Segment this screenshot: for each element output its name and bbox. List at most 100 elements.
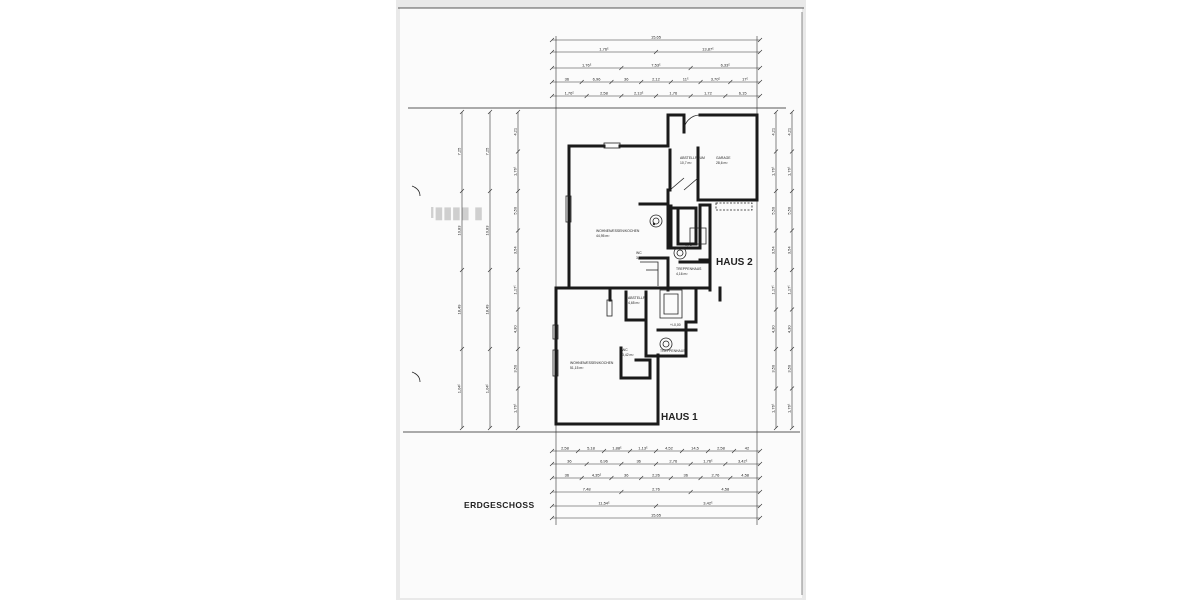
room-name: GARAGE: [716, 156, 731, 160]
dimension-tick: [549, 37, 555, 43]
dimension-chains-right: 4,211,76⁵5,503,541,17⁵4,303,501,76⁵4,211…: [771, 109, 795, 431]
dimension-tick: [515, 425, 521, 431]
dimension-tick: [619, 65, 624, 71]
dimension-label: 1,76⁵: [565, 91, 575, 96]
dimension-tick: [487, 109, 493, 115]
dimension-tick: [459, 425, 465, 431]
dimension-tick: [653, 448, 659, 454]
dimension-tick: [627, 448, 633, 454]
dimension-label: 2,58: [600, 91, 609, 96]
dimension-tick: [789, 228, 795, 233]
dimension-tick: [723, 93, 728, 99]
dimension-label: 2,76: [669, 459, 678, 464]
room-name: WOHNEN/ESSEN/KOCHEN: [596, 229, 640, 233]
dimension-tick: [773, 267, 779, 273]
dimension-tick: [549, 65, 555, 71]
dimension-tick: [638, 475, 644, 481]
dimension-label: 15,65: [651, 513, 662, 518]
dimension-label: 14,5: [691, 446, 700, 451]
dimension-tick: [773, 425, 779, 431]
dimension-label: 36: [565, 473, 570, 478]
dimension-label: 7,25: [485, 147, 490, 156]
dimension-label: 4,21: [513, 127, 518, 136]
dimension-tick: [515, 267, 521, 273]
dimension-tick: [728, 475, 733, 481]
room-name: TREPPENHAUS: [660, 349, 686, 353]
dimension-tick: [515, 188, 521, 194]
dimension-label: 5,50: [787, 206, 792, 215]
room-area: 10,7 m²: [680, 161, 692, 165]
dimension-label: 1,76⁵: [513, 403, 518, 413]
dimension-label: 1,76⁵: [599, 47, 609, 52]
dimension-tick: [653, 49, 659, 55]
dimension-tick: [584, 461, 589, 467]
dimension-tick: [459, 188, 465, 194]
dimension-tick: [773, 228, 779, 233]
dimension-tick: [619, 93, 624, 99]
dimension-chains-left: 7,2510,8318,491,04⁵7,2510,8318,491,04⁵4,…: [457, 109, 521, 431]
level-mark: -0,73: [684, 243, 692, 247]
dimension-label: 1,04⁵: [457, 383, 462, 393]
dimension-tick: [757, 79, 763, 85]
dimension-tick: [773, 149, 779, 154]
dimension-label: 2,26: [652, 473, 661, 478]
dimension-tick: [789, 149, 795, 154]
dimension-label: 5,50: [513, 206, 518, 215]
dimension-tick: [773, 386, 779, 391]
dimension-tick: [459, 267, 465, 273]
dimension-label: 4,35⁵: [592, 473, 602, 478]
room-area: 3,42 m²: [622, 353, 634, 357]
dimension-tick: [688, 65, 693, 71]
dimension-tick: [575, 448, 581, 454]
dimension-label: 1,76⁵: [771, 403, 776, 413]
dimension-label: 3,50: [513, 364, 518, 373]
dimension-label: 4,30: [771, 325, 776, 334]
dimension-tick: [584, 93, 589, 99]
dimension-tick: [579, 475, 584, 481]
scan-smudge: I▮▮▮▮ ▮: [430, 205, 483, 222]
dimension-label: 42: [745, 446, 750, 451]
dimension-tick: [515, 109, 521, 115]
dimension-label: 1,76⁵: [787, 403, 792, 413]
room-area: 51,15 m²: [570, 366, 584, 370]
dimension-label: 18,49: [457, 304, 462, 315]
fixtures: [640, 214, 707, 351]
room-area: 44,95 m²: [596, 234, 610, 238]
room-area: 4,56 m²: [660, 354, 672, 358]
dimension-tick: [638, 79, 644, 85]
dimension-label: 15,65: [651, 35, 662, 40]
dimension-label: 2,13⁵: [634, 91, 644, 96]
dimension-tick: [757, 503, 763, 509]
dimension-tick: [459, 346, 465, 352]
dimension-tick: [549, 79, 555, 85]
punch-hole-top: [411, 185, 421, 197]
dimension-label: 1,76⁵: [787, 166, 792, 176]
dimension-tick: [705, 448, 711, 454]
dimension-tick: [619, 489, 624, 495]
dimension-tick: [757, 49, 763, 55]
dimension-label: 1,72: [704, 91, 713, 96]
dimension-label: 36: [683, 473, 688, 478]
dimension-tick: [688, 93, 693, 99]
dimension-tick: [757, 489, 763, 495]
dimension-label: 13,87⁵: [702, 47, 714, 52]
room-name: WC: [636, 251, 642, 255]
dimension-tick: [487, 425, 493, 431]
dimension-tick: [757, 65, 763, 71]
dimension-label: 1,88⁵: [612, 446, 622, 451]
dimension-label: 10,83: [457, 225, 462, 236]
dimension-label: 18,49: [485, 304, 490, 315]
dimension-label: 3,70⁵: [711, 77, 721, 82]
dimension-tick: [757, 37, 763, 43]
dimension-tick: [579, 79, 584, 85]
dimension-tick: [728, 79, 733, 85]
dimension-tick: [549, 49, 555, 55]
dimension-label: 3,54: [513, 246, 518, 255]
dimension-tick: [549, 475, 555, 481]
dimension-tick: [549, 448, 555, 454]
dimension-tick: [549, 515, 555, 521]
dimension-tick: [549, 489, 555, 495]
punch-hole-bottom: [411, 371, 421, 383]
